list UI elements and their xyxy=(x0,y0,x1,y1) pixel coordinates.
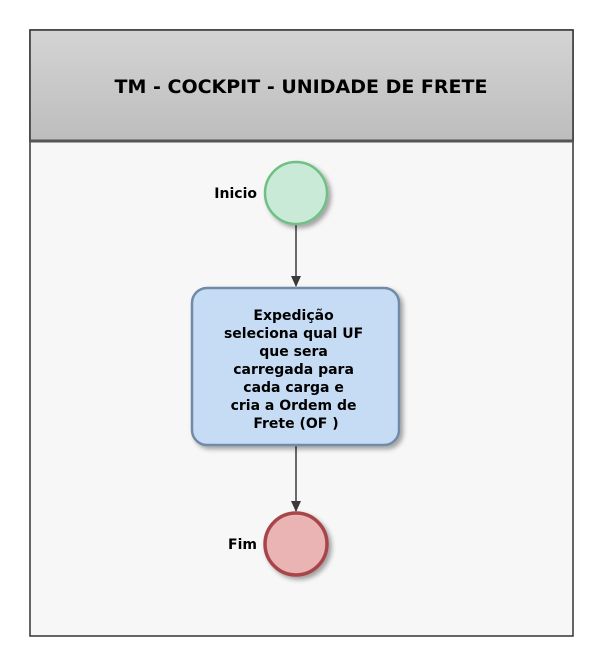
task-expedicao[interactable]: Expedição seleciona qual UF que sera car… xyxy=(190,286,401,447)
end-event-circle[interactable] xyxy=(263,511,329,577)
task-label-line: cria a Ordem de xyxy=(231,398,357,414)
end-event[interactable]: Fim xyxy=(228,511,329,577)
pool-title: TM - COCKPIT - UNIDADE DE FRETE xyxy=(115,76,488,98)
pool-header xyxy=(29,29,574,142)
start-event-label: Inicio xyxy=(214,186,257,202)
task-box[interactable] xyxy=(190,286,401,447)
task-label-line: carregada para xyxy=(233,362,354,378)
task-label-line: Frete (OF ) xyxy=(253,416,338,432)
task-label-line: seleciona qual UF xyxy=(224,326,363,342)
start-event-circle[interactable] xyxy=(263,160,329,226)
task-label: Expedição seleciona qual UF que sera car… xyxy=(224,308,368,432)
start-event[interactable]: Inicio xyxy=(214,160,329,226)
end-event-label: Fim xyxy=(228,537,257,553)
task-label-line: Expedição xyxy=(253,308,334,324)
task-label-line: cada carga e xyxy=(243,380,344,396)
task-label-line: que sera xyxy=(259,344,328,360)
